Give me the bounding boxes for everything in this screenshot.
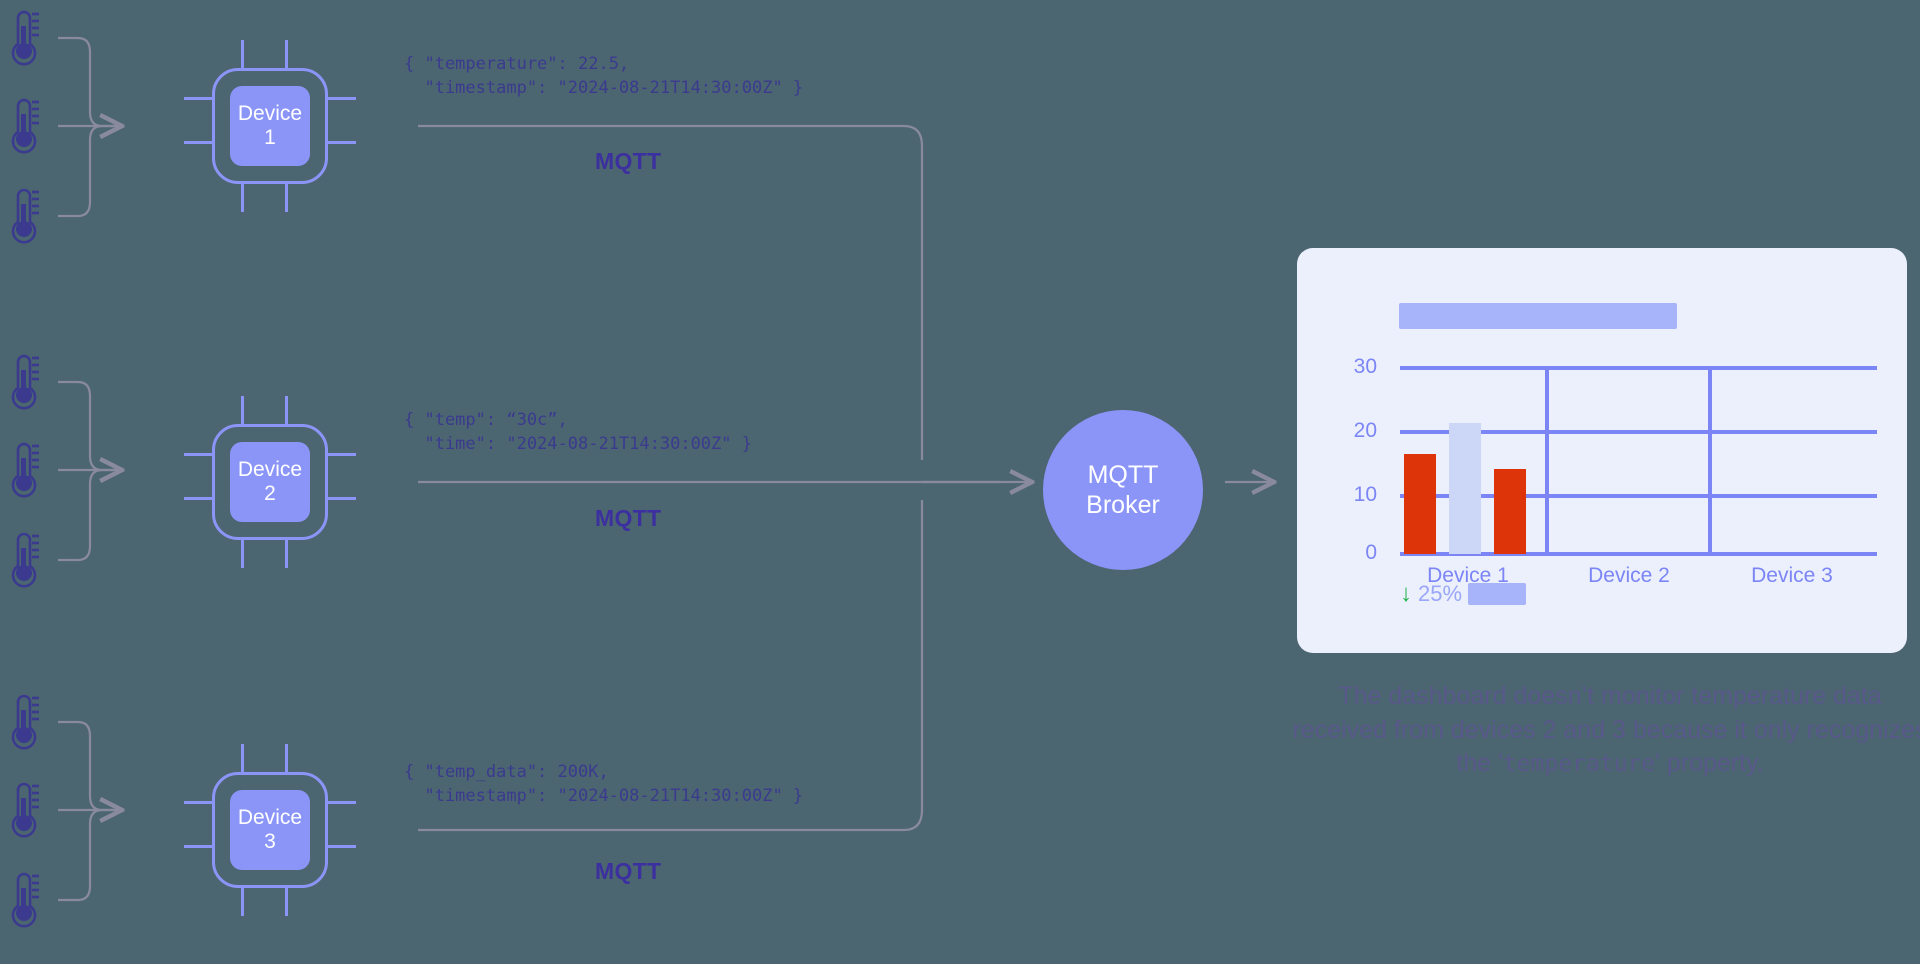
dashboard-caption: The dashboard doesn’t monitor temperatur…: [1290, 680, 1920, 781]
device-label-line2: 2: [264, 482, 276, 505]
bar-series-2: [1449, 423, 1481, 554]
chip-pin: [184, 453, 214, 456]
payload-device-1: { "temperature": 22.5, "timestamp": "202…: [404, 54, 804, 99]
chip-core: Device 2: [230, 442, 310, 522]
thermometer-icon: [6, 692, 40, 750]
protocol-label-device-3: MQTT: [595, 858, 662, 884]
dashboard-title-placeholder: [1399, 303, 1677, 329]
bar-series-3: [1494, 469, 1526, 554]
bar-series-1: [1404, 454, 1436, 554]
mqtt-broker-node[interactable]: MQTT Broker: [1043, 410, 1203, 570]
y-axis-tick: 30: [1353, 355, 1377, 378]
chip-pin: [184, 845, 214, 848]
thermometer-icon: [6, 780, 40, 838]
chip-pin: [326, 97, 356, 100]
thermometer-icon: [6, 96, 40, 154]
broker-label-line2: Broker: [1086, 491, 1160, 519]
bar-chart: [1400, 366, 1877, 556]
payload-device-2: { "temp": “30c”, "time": "2024-08-21T14:…: [404, 410, 752, 455]
thermometer-icon: [6, 440, 40, 498]
chip-pin: [285, 886, 288, 916]
chip-pin: [285, 538, 288, 568]
chip-pin: [184, 801, 214, 804]
chip-pin: [285, 744, 288, 774]
device-chip-1[interactable]: Device 1: [184, 40, 356, 212]
chip-pin: [326, 453, 356, 456]
chip-pin: [184, 97, 214, 100]
chip-pin: [241, 538, 244, 568]
device-label-line2: 1: [264, 126, 276, 149]
device-label-line2: 3: [264, 830, 276, 853]
bar-group-device-1: [1404, 423, 1526, 554]
chip-pin: [241, 886, 244, 916]
chip-pin: [241, 40, 244, 70]
x-axis-tick-device-1: Device 1: [1427, 564, 1509, 587]
arrow-down-icon: ↓: [1400, 580, 1412, 607]
device-label-line1: Device: [237, 458, 303, 482]
thermometer-icon: [6, 530, 40, 588]
thermometer-icon: [6, 186, 40, 244]
thermometer-icon: [6, 352, 40, 410]
x-axis-tick-device-3: Device 3: [1751, 564, 1833, 587]
legend-placeholder-bar: [1468, 583, 1527, 605]
y-axis-tick: 0: [1365, 541, 1377, 564]
chip-core: Device 3: [230, 790, 310, 870]
chip-pin: [184, 497, 214, 500]
chip-outline: [212, 772, 328, 888]
chip-pin: [326, 141, 356, 144]
dashboard-card[interactable]: 30 20 10 0 Device 1 Device 2 Device 3 ↓ …: [1297, 248, 1907, 653]
chip-pin: [326, 845, 356, 848]
protocol-label-device-1: MQTT: [595, 148, 662, 174]
thermometer-icon: [6, 8, 40, 66]
chip-pin: [285, 182, 288, 212]
chip-pin: [241, 182, 244, 212]
chip-outline: [212, 424, 328, 540]
chip-pin: [241, 744, 244, 774]
protocol-label-device-2: MQTT: [595, 505, 662, 531]
sensor-column: [0, 0, 160, 964]
caption-part1: The dashboard doesn’t monitor temperatur…: [1292, 682, 1920, 777]
thermometer-icon: [6, 870, 40, 928]
chip-pin: [326, 801, 356, 804]
chip-core: Device 1: [230, 86, 310, 166]
y-axis-tick: 10: [1353, 483, 1377, 506]
device-chip-3[interactable]: Device 3: [184, 744, 356, 916]
caption-part2: ' property.: [1655, 749, 1764, 777]
y-axis-tick: 20: [1353, 419, 1377, 442]
payload-device-3: { "temp_data": 200K, "timestamp": "2024-…: [404, 762, 804, 807]
device-label-line1: Device: [237, 806, 303, 830]
chip-pin: [241, 396, 244, 426]
caption-code-temperature: temperature: [1502, 751, 1656, 777]
chart-legend: ↓ 25%: [1400, 580, 1527, 607]
broker-label-line1: MQTT: [1087, 461, 1159, 489]
device-chip-2[interactable]: Device 2: [184, 396, 356, 568]
chip-pin: [285, 40, 288, 70]
legend-percent: 25%: [1418, 581, 1463, 606]
device-label-line1: Device: [237, 102, 303, 126]
x-axis-tick-device-2: Device 2: [1588, 564, 1670, 587]
chip-pin: [285, 396, 288, 426]
chip-pin: [326, 497, 356, 500]
chip-pin: [184, 141, 214, 144]
chip-outline: [212, 68, 328, 184]
